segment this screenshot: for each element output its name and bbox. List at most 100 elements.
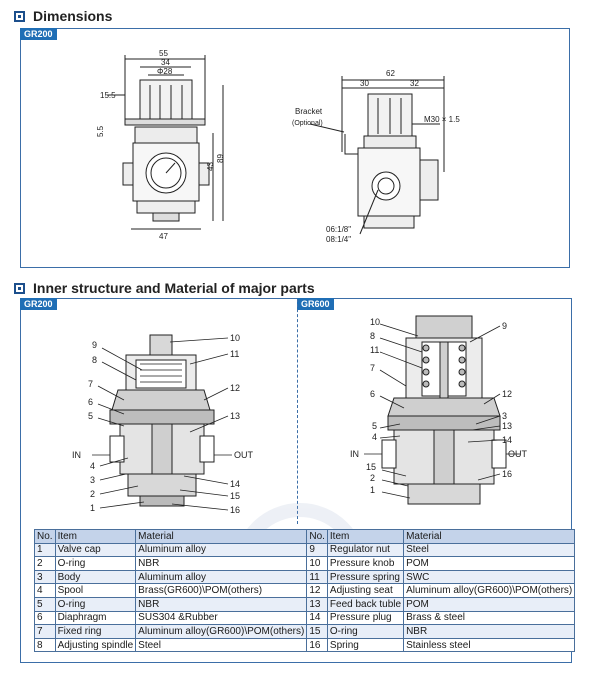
label-11: 11 <box>370 345 379 355</box>
label-3: 3 <box>502 411 507 421</box>
table-cell: Spring <box>326 637 405 653</box>
table-cell: 5 <box>34 596 56 612</box>
table-cell: 3 <box>34 569 56 585</box>
table-cell: Steel <box>135 637 308 653</box>
label-6: 6 <box>88 397 93 407</box>
table-cell: O-ring <box>54 556 137 571</box>
header-material: Material <box>135 529 308 544</box>
dimensions-title: Dimensions <box>33 8 113 24</box>
front-view-drawing: 55 34 Φ28 15.5 5.5 43 89 47 <box>96 49 225 241</box>
table-cell: 8 <box>34 637 56 653</box>
table-cell: Pressure spring <box>326 569 405 585</box>
table-cell: POM <box>403 556 576 571</box>
table-cell: 14 <box>306 610 328 626</box>
label-out: OUT <box>508 449 528 459</box>
label-2: 2 <box>90 489 95 499</box>
table-cell: Pressure knob <box>326 556 405 571</box>
label-15: 15 <box>230 491 240 501</box>
dim-5-5: 5.5 <box>96 125 105 137</box>
dim-55: 55 <box>159 49 168 58</box>
table-cell: 7 <box>34 624 56 639</box>
table-cell: 2 <box>34 556 56 571</box>
label-5: 5 <box>372 421 377 431</box>
table-cell: SUS304 &Rubber <box>135 610 308 626</box>
table-cell: Stainless steel <box>403 637 576 653</box>
label-13: 13 <box>230 411 240 421</box>
dim-28: Φ28 <box>157 67 173 76</box>
dim-30: 30 <box>360 79 369 88</box>
table-cell: 6 <box>34 610 56 626</box>
header-no: No. <box>306 529 328 544</box>
section-square-icon <box>14 10 25 22</box>
table-cell: Brass(GR600)\POM(others) <box>135 583 308 598</box>
table-cell: NBR <box>135 596 308 612</box>
table-cell: 4 <box>34 583 56 598</box>
table-cell: 9 <box>306 542 328 558</box>
table-cell: SWC <box>403 569 576 585</box>
label-10: 10 <box>230 333 240 343</box>
table-cell: Regulator nut <box>326 542 405 558</box>
table-cell: Aluminum alloy <box>135 569 308 585</box>
label-7: 7 <box>88 379 93 389</box>
port-08-label: 08:1/4" <box>326 235 351 244</box>
label-1: 1 <box>370 485 375 495</box>
label-15: 15 <box>366 462 376 472</box>
label-9: 9 <box>502 321 507 331</box>
header-item: Item <box>326 529 405 544</box>
table-cell: Aluminum alloy <box>135 542 308 558</box>
label-3: 3 <box>90 475 95 485</box>
label-out: OUT <box>234 450 254 460</box>
table-cell: 13 <box>306 596 328 612</box>
label-14: 14 <box>502 435 512 445</box>
bracket-label: Bracket <box>295 107 323 116</box>
dim-43: 43 <box>206 162 215 171</box>
dim-89: 89 <box>216 154 225 163</box>
table-cell: 16 <box>306 637 328 653</box>
label-11: 11 <box>230 349 239 359</box>
panel-divider <box>297 299 298 524</box>
dimensions-heading: Dimensions <box>14 8 112 24</box>
section-square-icon <box>14 282 25 294</box>
table-cell: POM <box>403 596 576 612</box>
dimensions-panel: GR200 <box>20 28 570 268</box>
label-16: 16 <box>502 469 512 479</box>
inner-structure-title: Inner structure and Material of major pa… <box>33 280 315 296</box>
port-06-label: 06:1/8" <box>326 225 351 234</box>
table-cell: 15 <box>306 624 328 639</box>
label-12: 12 <box>230 383 240 393</box>
table-cell: Adjusting spindle <box>54 637 137 653</box>
model-tag-gr200: GR200 <box>20 298 57 310</box>
inner-structure-heading: Inner structure and Material of major pa… <box>14 280 315 296</box>
table-cell: Feed back tuble <box>326 596 405 612</box>
table-cell: 12 <box>306 583 328 598</box>
table-cell: O-ring <box>54 596 137 612</box>
model-tag-gr600: GR600 <box>297 298 334 310</box>
header-material: Material <box>403 529 576 544</box>
optional-label: (Optional) <box>292 120 323 127</box>
dim-62: 62 <box>386 69 395 78</box>
table-cell: Valve cap <box>54 542 137 558</box>
label-in: IN <box>72 450 81 460</box>
label-12: 12 <box>502 389 512 399</box>
table-cell: Adjusting seat <box>326 583 405 598</box>
table-cell: O-ring <box>326 624 405 639</box>
label-2: 2 <box>370 473 375 483</box>
model-tag: GR200 <box>20 28 57 40</box>
label-9: 9 <box>92 340 97 350</box>
table-cell: 11 <box>306 569 328 585</box>
label-13: 13 <box>502 421 512 431</box>
label-16: 16 <box>230 505 240 515</box>
table-cell: Aluminum alloy(GR600)\POM(others) <box>135 624 308 639</box>
label-4: 4 <box>372 432 377 442</box>
table-cell: Diaphragm <box>54 610 137 626</box>
dim-15-5: 15.5 <box>100 91 116 100</box>
table-cell: Steel <box>403 542 576 558</box>
label-1: 1 <box>90 503 95 513</box>
